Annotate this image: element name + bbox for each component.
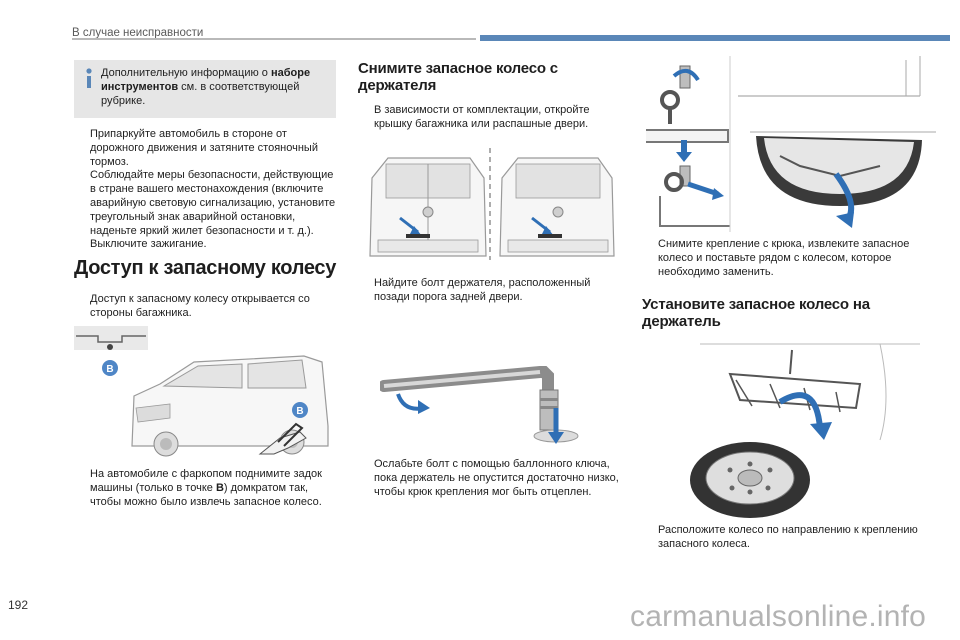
list-item: Выключите зажигание. — [90, 238, 207, 251]
van-jack-illustration: B B — [74, 326, 336, 458]
marker-b-van: B — [296, 406, 303, 417]
header-accent-bar — [480, 35, 950, 41]
heading-remove-spare-wheel: Снимите запасное колесо с держателя — [358, 60, 558, 94]
site-watermark: carmanualsonline.info — [630, 600, 927, 633]
header-rule — [72, 38, 476, 40]
info-box: Дополнительную информацию о наборе инстр… — [74, 60, 336, 118]
info-icon — [86, 68, 92, 88]
left-bullet-list: Припаркуйте автомобиль в стороне от доро… — [74, 128, 338, 252]
marker-b-top: B — [106, 364, 113, 375]
list-item: Соблюдайте меры безопасности, действующи… — [90, 169, 336, 237]
list-item: Расположите колесо по направлению к креп… — [658, 524, 918, 550]
heading-spare-wheel-access: Доступ к запасному колесу — [74, 257, 337, 279]
list-item: Доступ к запасному колесу открывается со… — [90, 293, 310, 319]
rear-doors-illustration — [358, 148, 616, 260]
list-item: Снимите крепление с крюка, извлеките зап… — [658, 238, 910, 278]
hook-release-illustration — [640, 56, 936, 232]
list-item: Найдите болт держателя, расположенный по… — [374, 277, 591, 303]
list-item: На автомобиле с фаркопом поднимите задок… — [90, 468, 322, 508]
section-header-title: В случае неисправности — [72, 27, 204, 39]
list-item: Припаркуйте автомобиль в стороне от доро… — [90, 128, 318, 168]
list-item: Ослабьте болт с помощью баллонного ключа… — [374, 458, 619, 498]
list-item: В зависимости от комплектации, откройте … — [374, 104, 590, 130]
heading-install-spare-wheel: Установите запасное колесо на держатель — [642, 296, 870, 330]
wheel-mount-illustration — [640, 340, 936, 518]
info-text: Дополнительную информацию о наборе инстр… — [101, 67, 311, 107]
page-number: 192 — [8, 598, 29, 612]
wheel-wrench-illustration — [380, 332, 616, 448]
